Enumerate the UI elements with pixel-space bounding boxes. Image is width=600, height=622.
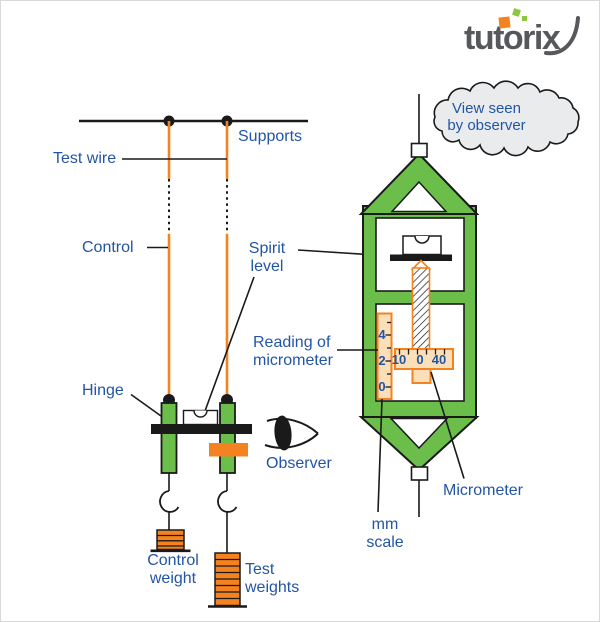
dial-tick-40: 40 <box>431 352 447 367</box>
dial-tick-10: 10 <box>391 352 407 367</box>
test-weights-label: Test weights <box>245 561 299 596</box>
mm-scale-label-line2: scale <box>366 533 404 551</box>
micrometer-dial <box>394 348 454 370</box>
reading-label-line2: micrometer <box>253 352 334 369</box>
mm-scale-tick-2: 2 <box>378 353 386 368</box>
spirit-level-label-line2: level <box>250 257 284 275</box>
hinge-bar-left <box>160 402 178 474</box>
view-spirit-level <box>390 235 452 261</box>
mm-scale-tick-4: 4 <box>378 327 386 342</box>
reading-label-line1: Reading of <box>253 334 331 351</box>
thought-cloud <box>433 80 580 157</box>
spirit-level <box>182 409 219 426</box>
crossbar <box>151 424 252 434</box>
control-weight-label: Control weight <box>135 552 211 587</box>
micrometer-block <box>209 443 248 457</box>
micrometer-leader <box>430 371 465 479</box>
spirit-level-label: Spirit level <box>239 240 295 275</box>
supports-label: Supports <box>238 128 303 145</box>
logo-green-square-small <box>522 16 527 21</box>
mm-scale-leader <box>377 398 383 513</box>
hook-left <box>159 490 180 513</box>
mm-scale <box>376 312 393 400</box>
top-chuck <box>410 142 428 158</box>
hook-right <box>217 490 238 513</box>
micrometer-label: Micrometer <box>443 482 524 499</box>
bubble-label-line1: View seen <box>452 100 521 117</box>
control-weight-label-line1: Control <box>147 552 199 569</box>
bottom-chuck <box>410 466 429 481</box>
tutorix-logo: tutorix <box>464 19 561 57</box>
dial-tick-0: 0 <box>416 352 424 367</box>
hinge-bar-right <box>219 402 236 474</box>
test-wire-label: Test wire <box>53 150 117 167</box>
observer-view-apparatus <box>337 80 580 517</box>
setup-apparatus <box>79 115 392 608</box>
observer-label: Observer <box>266 455 332 472</box>
mm-scale-label-line1: mm <box>371 516 399 533</box>
test-weights-label-line2: weights <box>245 578 300 596</box>
spirit-level-label-line1: Spirit <box>248 240 286 257</box>
mm-scale-tick-0: 0 <box>378 379 386 394</box>
reading-of-micrometer-label: Reading of micrometer <box>253 334 333 370</box>
frame-roof-opening <box>390 180 448 213</box>
test-weights <box>208 552 247 608</box>
bubble-label-line2: by observer <box>447 116 526 134</box>
control-label: Control <box>82 239 134 256</box>
spirit-level-leader-left <box>204 276 255 412</box>
control-weight-label-line2: weight <box>149 569 197 587</box>
control-weight <box>150 529 191 553</box>
logo-swoosh <box>544 16 580 56</box>
observer-eye-icon <box>264 415 319 451</box>
test-weights-label-line1: Test <box>245 561 275 578</box>
logo-orange-square <box>498 16 511 29</box>
micrometer-screw <box>410 259 432 350</box>
view-seen-bubble-label: View seen by observer <box>429 100 544 134</box>
frame-bottom-opening <box>389 417 449 450</box>
hinge-label: Hinge <box>82 382 124 399</box>
mm-scale-label: mm scale <box>353 516 417 551</box>
